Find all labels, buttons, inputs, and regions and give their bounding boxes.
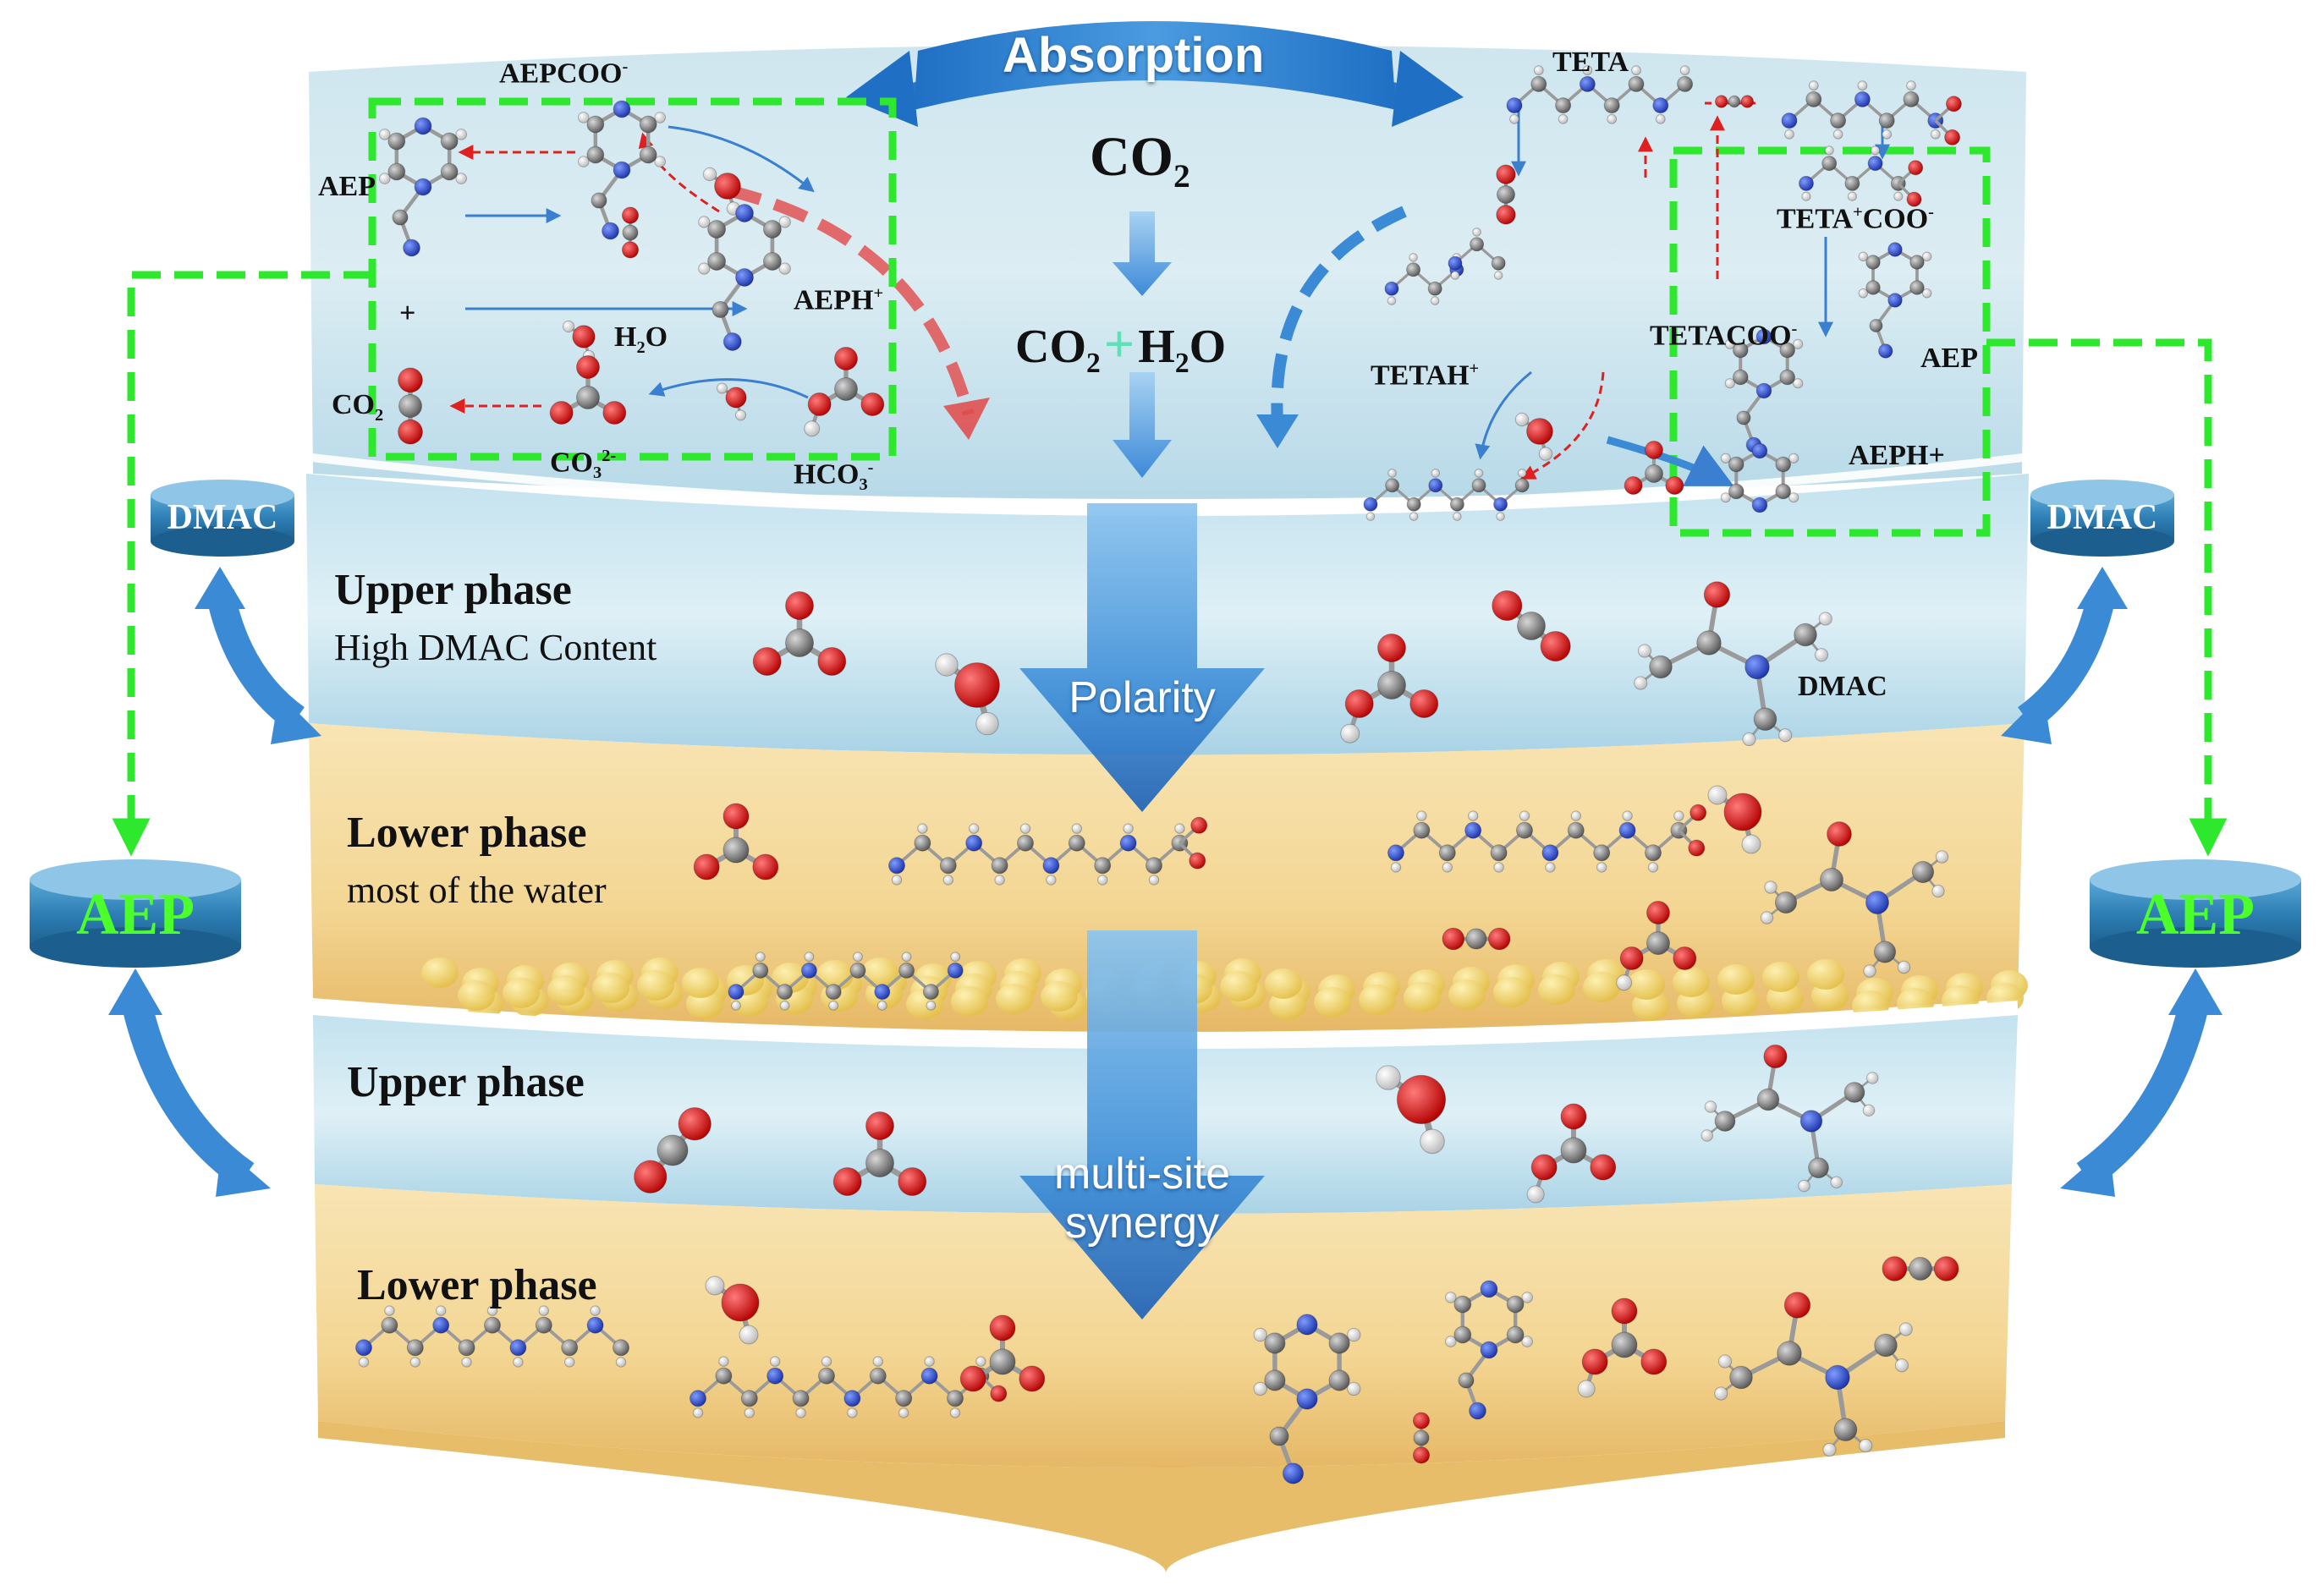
co2-label: CO2	[1090, 125, 1190, 195]
aep-label-right: AEP	[1920, 343, 1978, 375]
co2-h2o-label: CO2+H2O	[1015, 313, 1226, 380]
bead	[1448, 979, 1486, 1010]
aeph-plus-label: AEPH+	[1849, 440, 1945, 472]
plus-sign: +	[1104, 314, 1135, 374]
aepcoo-carboxyl	[622, 207, 638, 258]
lower-phase-2-title: Lower phase	[357, 1260, 597, 1310]
bead	[1807, 959, 1844, 990]
bead	[1314, 987, 1351, 1018]
bead	[1717, 964, 1755, 995]
upper-phase-1-title: Upper phase	[334, 565, 572, 615]
h2o-label-left: H2O	[614, 321, 668, 358]
co2-molecule-lower1	[1442, 928, 1510, 950]
bead	[1359, 985, 1396, 1015]
aep-drum-left-label: AEP	[30, 881, 241, 949]
dmac-drum-left-label: DMAC	[151, 497, 294, 538]
dmac-drum-right-label: DMAC	[2030, 497, 2174, 538]
aeph-label: AEPH+	[794, 284, 883, 316]
co2-small-teta	[1716, 96, 1754, 107]
absorption-label: Absorption	[1003, 27, 1264, 84]
co2-label-left: CO2	[332, 389, 383, 425]
bead	[682, 968, 719, 998]
tetah-label: TETAH+	[1371, 359, 1479, 392]
aep-label-left: AEP	[318, 171, 376, 203]
tetacoo-label: TETACOO-	[1650, 320, 1797, 352]
teta-plus-coo-label: TETA+COO-	[1777, 203, 1934, 235]
reaction-zone	[309, 45, 2026, 500]
bead	[1404, 982, 1441, 1012]
polarity-label: Polarity	[990, 674, 1294, 721]
bead	[1673, 967, 1710, 997]
aepcoo-label: AEPCOO-	[499, 58, 628, 90]
bead	[996, 984, 1033, 1014]
co2-molecule-teta	[1497, 165, 1515, 224]
bead	[1220, 971, 1257, 1001]
teta-label: TETA	[1552, 47, 1629, 79]
aep-drum-right-label: AEP	[2090, 881, 2301, 949]
synergy-label-line2: synergy	[990, 1199, 1294, 1247]
plus-label-left: +	[399, 298, 415, 330]
co2-molecule-box	[398, 368, 423, 444]
hco3-label: HCO3-	[794, 458, 873, 495]
bead	[547, 975, 585, 1006]
aep-carboxyl-lower2	[1413, 1413, 1429, 1463]
bead	[1538, 974, 1575, 1005]
dmac-molecule-label: DMAC	[1798, 671, 1887, 703]
upper-phase-1-desc: High DMAC Content	[334, 626, 657, 669]
bead	[592, 973, 629, 1003]
lower-phase-1-title: Lower phase	[347, 808, 587, 858]
bead	[503, 978, 540, 1008]
bead	[1628, 969, 1665, 1000]
bead	[1041, 981, 1078, 1012]
synergy-label-line1: multi-site	[990, 1150, 1294, 1198]
bead	[637, 970, 674, 1001]
lower-phase-1-desc: most of the water	[347, 869, 607, 912]
bead	[1762, 962, 1799, 992]
bead	[1493, 977, 1530, 1007]
bead	[951, 986, 988, 1017]
bead	[421, 957, 459, 988]
bead	[1265, 968, 1302, 999]
bead	[458, 980, 495, 1011]
upper-phase-2-title: Upper phase	[347, 1057, 585, 1107]
bead	[1583, 972, 1620, 1002]
co3-label: CO32-	[550, 447, 616, 483]
co2-molecule-lower2	[1882, 1257, 1959, 1281]
